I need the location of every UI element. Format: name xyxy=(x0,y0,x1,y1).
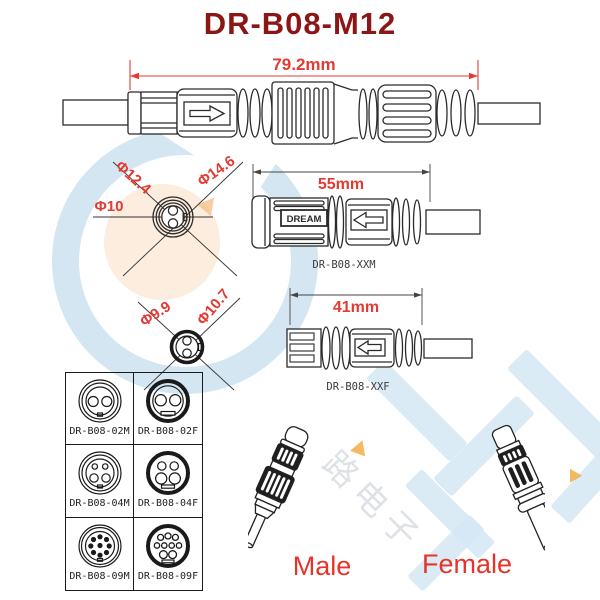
variant-cell-04f: DR-B08-04F xyxy=(134,445,202,518)
male-face-circles xyxy=(152,196,194,238)
dim-phi-10: Φ10 xyxy=(95,198,124,215)
female-connector-render xyxy=(491,424,545,551)
female-face-cross-section: Φ9.9 Φ10.7 xyxy=(137,288,241,391)
female-dimension-label: 41mm xyxy=(333,299,379,316)
variant-label: DR-B08-02F xyxy=(137,426,199,437)
face-04f xyxy=(146,451,190,496)
male-part-number: DR-B08-XXM xyxy=(312,259,375,271)
dim-phi-14-6: Φ14.6 xyxy=(195,152,239,190)
dim-phi-10-7: Φ10.7 xyxy=(194,288,234,328)
face-09f xyxy=(146,523,190,568)
dim-phi-9-9: Φ9.9 xyxy=(137,298,174,330)
female-part-number: DR-B08-XXF xyxy=(326,381,389,393)
female-caption: Female xyxy=(421,549,513,579)
male-body xyxy=(251,195,481,249)
female-dimension-lines xyxy=(289,288,423,325)
face-02f xyxy=(146,379,190,423)
variant-cell-02m: DR-B08-02M xyxy=(66,373,134,446)
socket-hole xyxy=(182,335,192,346)
variant-cell-02f: DR-B08-02F xyxy=(134,373,202,446)
assembly-dimension-label: 79.2mm xyxy=(272,55,335,74)
assembly-body xyxy=(62,81,541,145)
variant-label: DR-B08-02M xyxy=(69,426,130,437)
key-notch xyxy=(197,342,203,352)
mated-assembly-drawing: 79.2mm xyxy=(62,55,541,145)
face-04m xyxy=(77,451,122,495)
assembly-dimension-lines xyxy=(129,60,479,90)
face-09m xyxy=(77,524,122,568)
socket-hole xyxy=(182,348,192,358)
male-caption: Male xyxy=(292,551,352,581)
variant-label: DR-B08-09F xyxy=(137,570,199,582)
male-render-pin xyxy=(248,513,266,548)
brand-stamp: DREAM xyxy=(287,214,322,225)
pin-hole xyxy=(167,205,179,216)
male-dimension-label: 55mm xyxy=(318,176,364,193)
key-notch xyxy=(182,212,188,222)
variant-cell-09m: DR-B08-09M xyxy=(66,517,134,590)
female-render-barrel xyxy=(526,503,545,550)
variant-label: DR-B08-09M xyxy=(69,570,130,582)
female-connector-drawing: 41mm DR-B08-XXF xyxy=(286,288,473,393)
variant-cell-04m: DR-B08-04M xyxy=(66,445,134,518)
variant-label: DR-B08-04M xyxy=(69,498,130,510)
variant-cell-09f: DR-B08-09F xyxy=(134,518,202,590)
face-02m xyxy=(77,379,122,423)
dim-phi-12-4: Φ12.4 xyxy=(112,157,155,198)
male-connector-drawing: 55mm DREAM DR-B08-XXM xyxy=(251,164,481,271)
female-face-circles xyxy=(169,329,205,365)
page-title: DR-B08-M12 xyxy=(203,6,397,41)
male-dimension-lines xyxy=(252,164,431,202)
variant-label: DR-B08-04F xyxy=(137,498,199,510)
female-body xyxy=(286,326,473,370)
variant-table: DR-B08-02M DR-B08-02F DR-B08-04M xyxy=(65,372,203,591)
pin-hole xyxy=(167,218,179,229)
male-connector-render xyxy=(248,426,309,549)
male-face-cross-section: Φ12.4 Φ14.6 Φ10 xyxy=(93,152,244,277)
